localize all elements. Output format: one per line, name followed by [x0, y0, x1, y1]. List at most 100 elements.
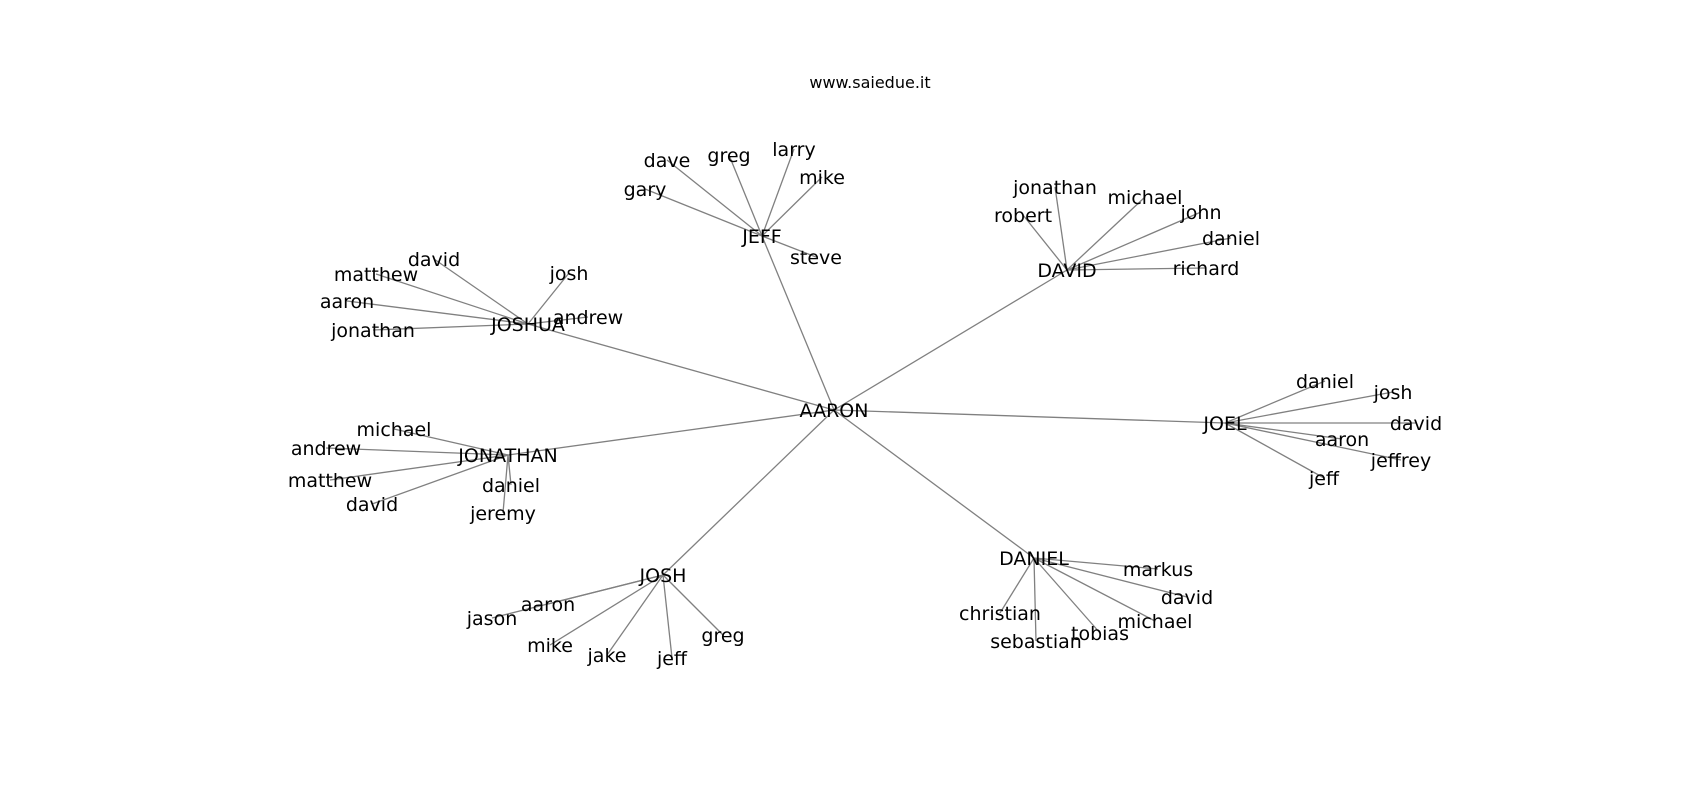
edge-root-david — [833, 269, 1068, 411]
node-leaf-daniel-markus: markus — [1123, 559, 1193, 581]
edge-jonathan-andrew — [325, 447, 509, 456]
node-leaf-joel-daniel: daniel — [1296, 371, 1354, 393]
edge-david-jonathan — [1054, 186, 1068, 271]
edge-daniel-markus — [1033, 557, 1159, 570]
edge-josh-jeff — [662, 574, 673, 659]
edge-josh-jason — [491, 574, 664, 619]
node-leaf-joshua-jonathan: jonathan — [330, 320, 415, 342]
edge-joel-aaron — [1224, 422, 1343, 440]
edge-joshua-josh — [527, 272, 570, 325]
node-leaf-jonathan-jeremy: jeremy — [469, 503, 536, 525]
node-root: AARON — [800, 400, 869, 422]
edge-root-joel — [833, 409, 1226, 424]
node-leaf-josh-jeff: jeff — [656, 648, 688, 670]
edges-layer — [325, 148, 1416, 659]
edge-jeff-dave — [666, 159, 763, 237]
edge-jonathan-matthew — [329, 454, 509, 481]
edge-joel-josh — [1224, 391, 1394, 424]
node-leaf-jonathan-andrew: andrew — [291, 438, 361, 460]
edge-david-john — [1066, 211, 1202, 271]
edge-root-josh — [662, 409, 835, 576]
node-leaf-daniel-sebastian: sebastian — [990, 631, 1082, 653]
node-leaf-josh-mike: mike — [527, 635, 573, 657]
node-leaf-joshua-aaron: aaron — [320, 291, 374, 313]
nodes-layer: AARON JEFF gary dave greg larry mike steveDAVID… — [288, 139, 1442, 670]
node-leaf-david-daniel: daniel — [1202, 228, 1260, 250]
node-leaf-josh-aaron: aaron — [521, 594, 575, 616]
edge-joshua-matthew — [375, 273, 529, 325]
edge-joshua-jonathan — [372, 323, 529, 331]
node-hub-joshua: JOSHUA — [490, 314, 565, 336]
edge-jonathan-jeremy — [502, 454, 509, 514]
edge-josh-jake — [606, 574, 664, 656]
edge-daniel-christian — [999, 557, 1035, 614]
node-leaf-daniel-christian: christian — [959, 603, 1041, 625]
node-leaf-jonathan-michael: michael — [357, 419, 432, 441]
node-hub-josh: JOSH — [639, 565, 687, 587]
edge-jeff-mike — [761, 176, 823, 237]
node-leaf-joshua-josh: josh — [549, 263, 589, 285]
edge-david-michael — [1066, 196, 1146, 271]
edge-josh-greg — [662, 574, 724, 636]
node-leaf-josh-greg: greg — [701, 625, 744, 647]
node-leaf-joshua-matthew: matthew — [334, 264, 418, 286]
node-leaf-daniel-david: david — [1161, 587, 1213, 609]
node-leaf-jonathan-daniel: daniel — [482, 475, 540, 497]
node-leaf-joel-josh: josh — [1373, 382, 1413, 404]
node-leaf-joel-jeffrey: jeffrey — [1370, 450, 1431, 472]
node-leaf-joel-aaron: aaron — [1315, 429, 1369, 451]
edge-joshua-andrew — [527, 316, 589, 325]
edge-josh-mike — [549, 574, 664, 646]
node-leaf-jonathan-matthew: matthew — [288, 470, 372, 492]
edge-root-daniel — [833, 409, 1035, 559]
node-leaf-david-john: john — [1180, 202, 1222, 224]
node-leaf-daniel-tobias: tobias — [1071, 623, 1129, 645]
edge-daniel-sebastian — [1033, 557, 1037, 642]
edge-joshua-david — [433, 258, 529, 325]
node-leaf-jeff-greg: greg — [707, 145, 750, 167]
node-leaf-joel-jeff: jeff — [1308, 468, 1340, 490]
node-leaf-david-richard: richard — [1173, 258, 1240, 280]
node-leaf-jeff-larry: larry — [772, 139, 815, 161]
edge-joel-jeffrey — [1224, 422, 1402, 461]
edge-david-robert — [1022, 214, 1068, 271]
edge-joel-jeff — [1224, 422, 1325, 479]
edge-jonathan-david — [371, 454, 509, 505]
node-hub-joel: JOEL — [1202, 413, 1247, 435]
node-hub-daniel: DANIEL — [999, 548, 1069, 570]
node-leaf-jeff-gary: gary — [624, 179, 667, 201]
edge-jeff-larry — [761, 148, 795, 237]
edge-root-jonathan — [507, 409, 835, 456]
edge-daniel-david — [1033, 557, 1188, 598]
node-leaf-josh-jason: jason — [466, 608, 518, 630]
edge-jonathan-michael — [393, 428, 509, 456]
edge-joel-daniel — [1224, 380, 1326, 424]
node-leaf-joel-david: david — [1390, 413, 1442, 435]
edge-david-richard — [1066, 267, 1207, 271]
node-leaf-david-michael: michael — [1108, 187, 1183, 209]
diagram-title: www.saiedue.it — [809, 73, 930, 92]
node-leaf-jeff-steve: steve — [790, 247, 842, 269]
edge-jeff-greg — [728, 154, 763, 237]
node-leaf-daniel-michael: michael — [1118, 611, 1193, 633]
edge-root-jeff — [761, 235, 835, 411]
edge-joshua-aaron — [346, 300, 529, 325]
node-hub-jonathan: JONATHAN — [457, 445, 557, 467]
edge-daniel-tobias — [1033, 557, 1101, 634]
node-leaf-david-robert: robert — [994, 205, 1052, 227]
node-leaf-jonathan-david: david — [346, 494, 398, 516]
edge-root-joshua — [527, 323, 835, 411]
node-leaf-joshua-andrew: andrew — [553, 307, 623, 329]
node-leaf-david-jonathan: jonathan — [1012, 177, 1097, 199]
edge-jeff-steve — [761, 235, 817, 258]
node-leaf-josh-jake: jake — [587, 645, 627, 667]
node-leaf-jeff-dave: dave — [644, 150, 691, 172]
edge-jonathan-daniel — [507, 454, 512, 486]
node-hub-jeff: JEFF — [741, 226, 781, 248]
edge-jeff-gary — [644, 188, 763, 237]
edge-daniel-michael — [1033, 557, 1156, 622]
edge-david-daniel — [1066, 237, 1232, 271]
node-hub-david: DAVID — [1037, 260, 1096, 282]
node-leaf-jeff-mike: mike — [799, 167, 845, 189]
node-leaf-joshua-david: david — [408, 249, 460, 271]
